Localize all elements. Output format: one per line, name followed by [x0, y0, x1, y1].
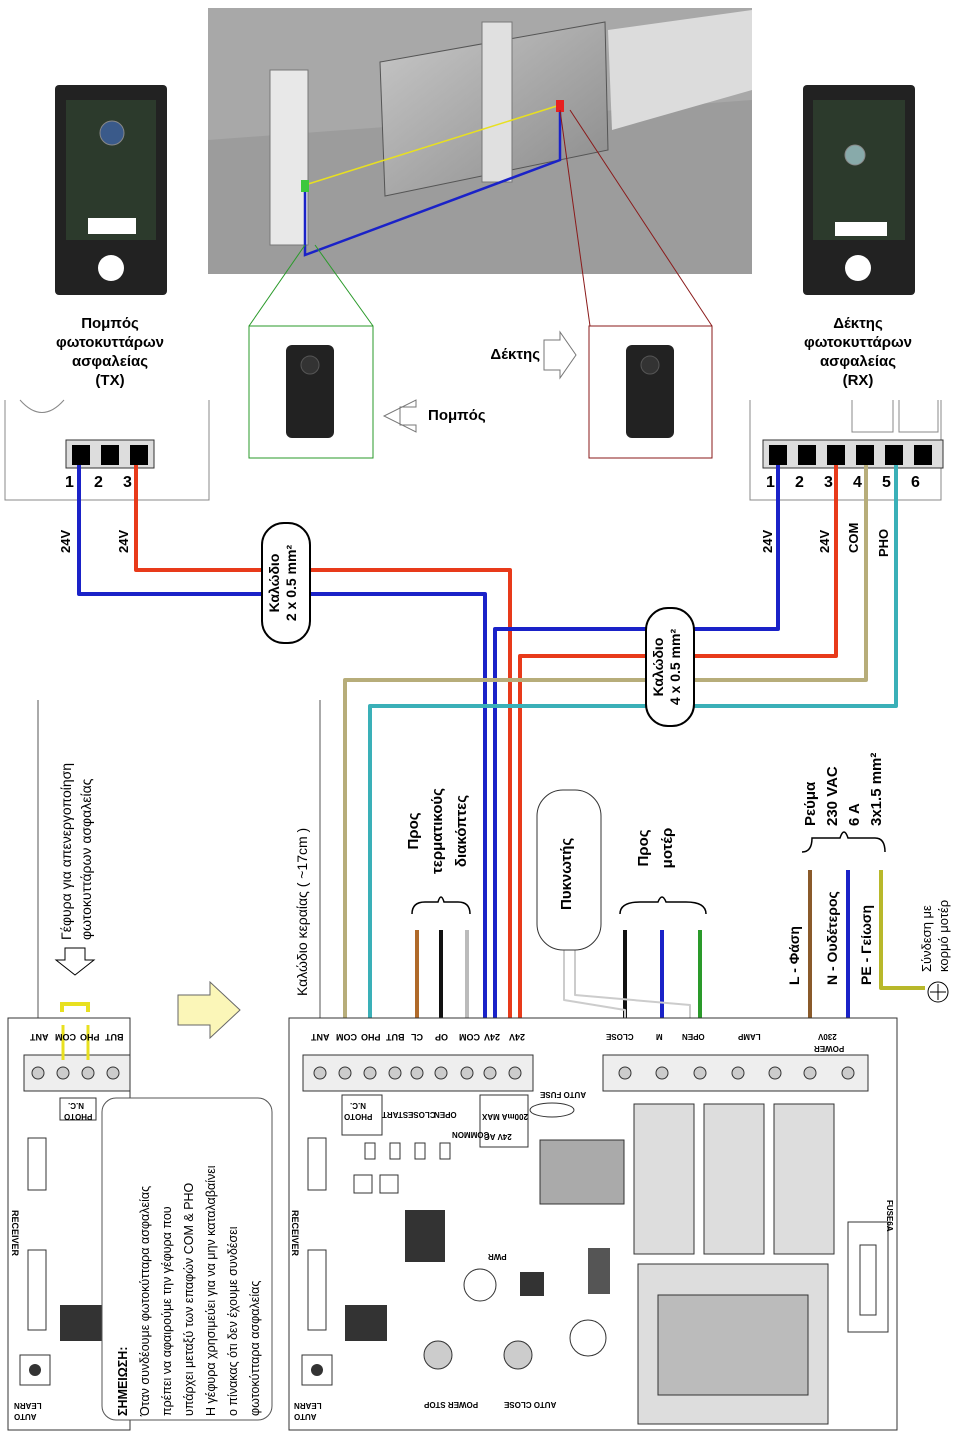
receiver-callout: Δέκτης — [490, 346, 540, 363]
capacitor-label: Πυκνωτής — [558, 837, 575, 910]
mains-l: L - Φάση — [786, 926, 802, 985]
tx-wire-label-2: 24V — [116, 529, 131, 553]
down-arrow-icon — [54, 947, 96, 976]
gate-photo — [208, 8, 752, 274]
rx-lens — [626, 345, 674, 438]
mains-pe: PE - Γείωση — [858, 904, 874, 985]
transmitter-arrow — [382, 399, 417, 433]
cable-2-oval — [261, 522, 311, 644]
note-box — [101, 1097, 273, 1421]
receiver-arrow — [543, 330, 577, 380]
tx-device — [55, 85, 167, 295]
capacitor-body — [536, 789, 602, 951]
rx-wire-label-4: PHO — [876, 528, 891, 557]
right-board — [288, 1017, 898, 1431]
note-text: ΣΗΜΕΙΩΣΗ: Όταν συνδέουμε φωτοκύτταρα ασφ… — [116, 1165, 262, 1416]
rx-wire-label-1: 24V — [760, 529, 775, 553]
mains-n: N - Ουδέτερος — [824, 891, 840, 985]
rx-wire-label-2: 24V — [817, 529, 832, 553]
rx-device — [803, 85, 915, 295]
cable-4-oval — [645, 607, 695, 727]
antenna-note: Καλώδιο κεραίας ( ~17cm ) — [294, 827, 310, 996]
tx-wire-label-1: 24V — [58, 529, 73, 553]
right-arrow-icon — [177, 980, 241, 1040]
tx-lens — [286, 345, 334, 438]
transmitter-callout: Πομπός — [428, 407, 486, 424]
rx-wire-label-3: COM — [846, 522, 861, 553]
left-board-terminals: ANT COM PHO BUT — [30, 1032, 124, 1042]
